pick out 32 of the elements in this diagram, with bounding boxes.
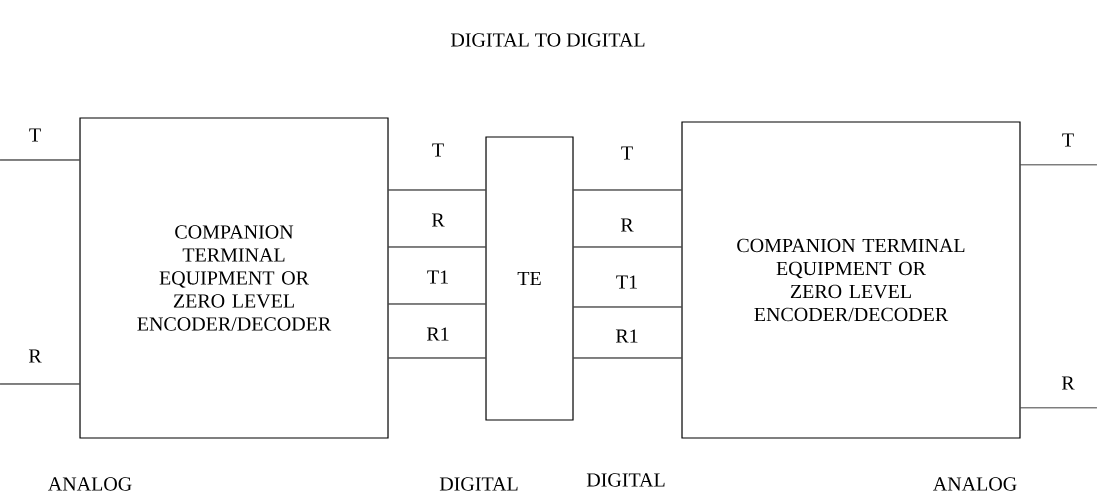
edge-label: R	[28, 349, 42, 363]
edge-label: T1	[616, 275, 637, 289]
edge-label: T	[432, 143, 444, 157]
te-box: TE	[485, 136, 574, 421]
edge-label: T	[29, 128, 41, 142]
connector-line	[388, 303, 486, 305]
connector-line	[388, 189, 486, 191]
signal-type-label: DIGITAL	[586, 473, 665, 487]
edge-label: T	[621, 146, 633, 160]
connector-line	[573, 189, 682, 191]
connector-line	[388, 246, 486, 248]
connector-line	[1020, 164, 1097, 166]
equipment-box: COMPANION TERMINAL EQUIPMENT OR ZERO LEVEL ENCODER/DECODER	[681, 121, 1021, 439]
edge-label: R1	[615, 329, 638, 343]
connector-line	[573, 246, 682, 248]
equipment-box: COMPANION TERMINAL EQUIPMENT OR ZERO LEVEL ENCODER/DECODER	[79, 117, 389, 439]
edge-label: T	[1062, 133, 1074, 147]
edge-label: R	[1061, 376, 1075, 390]
edge-label: R	[620, 218, 634, 232]
signal-type-label: ANALOG	[932, 477, 1017, 491]
connector-line	[573, 357, 682, 359]
connector-line	[0, 159, 80, 161]
signal-type-label: DIGITAL	[439, 477, 518, 491]
connector-line	[1020, 407, 1097, 409]
connector-line	[573, 306, 682, 308]
title: DIGITAL TO DIGITAL	[450, 33, 645, 47]
connector-line	[0, 383, 80, 385]
signal-type-label: ANALOG	[48, 477, 132, 491]
connector-line	[388, 357, 486, 359]
edge-label: R1	[426, 327, 449, 341]
edge-label: R	[431, 213, 445, 227]
edge-label: T1	[427, 270, 448, 284]
